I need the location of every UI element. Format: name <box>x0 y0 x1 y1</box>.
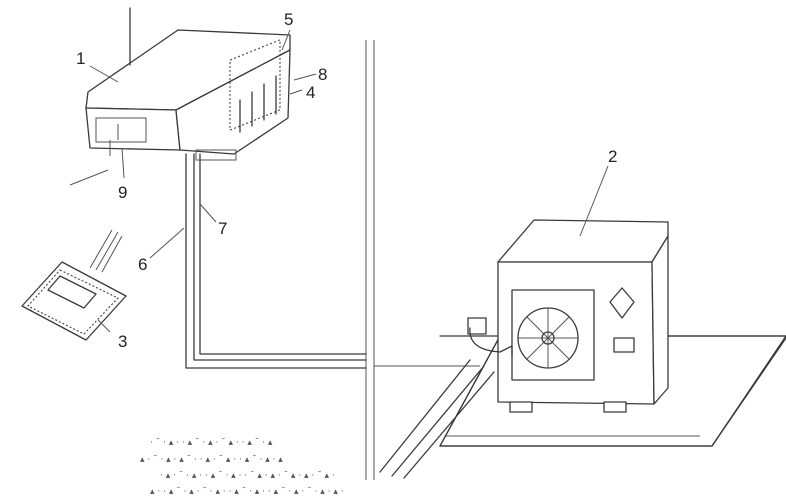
callout-6: 6 <box>138 255 147 274</box>
leader-lines <box>89 29 609 333</box>
outdoor-unit <box>467 219 669 413</box>
ground-texture: · ˘ · ▴ · · ▴ ˘ · ▴ · ˘ ▴ · · ▴ ˘ · ▴ ▴ … <box>140 437 344 497</box>
svg-text:· ▴ · ˘ · ▴ · · ▴ ˘ · ▴ · · ˘: · ▴ · ˘ · ▴ · · ▴ ˘ · ▴ · · ˘ ▴ · ▴ · ˘ … <box>160 470 335 481</box>
callout-9: 9 <box>118 183 127 202</box>
remote-control <box>21 229 127 341</box>
callout-1: 1 <box>76 49 85 68</box>
callout-3: 3 <box>118 332 127 351</box>
callout-8: 8 <box>318 65 327 84</box>
refrigerant-pipes <box>185 153 495 479</box>
indoor-unit <box>69 7 291 186</box>
callout-4: 4 <box>306 83 315 102</box>
callout-7: 7 <box>218 219 227 238</box>
svg-text:▴ · · ▴ ˘ · ▴ · ˘ · ▴ · · ▴ ˘: ▴ · · ▴ ˘ · ▴ · ˘ · ▴ · · ▴ ˘ · ▴ · · ▴ … <box>150 486 344 497</box>
svg-text:· ˘ · ▴ · · ▴ ˘ · ▴ · ˘ ▴ · ·: · ˘ · ▴ · · ▴ ˘ · ▴ · ˘ ▴ · · ▴ ˘ · ▴ <box>150 437 273 448</box>
svg-text:▴ · ˘ · ▴ · ▴ ˘ · · ▴ · ˘ ▴ ·: ▴ · ˘ · ▴ · ▴ ˘ · · ▴ · ˘ ▴ · · ▴ ˘ · ▴ … <box>140 454 283 465</box>
callout-2: 2 <box>608 147 617 166</box>
wall-lines <box>365 40 375 480</box>
callout-5: 5 <box>284 10 293 29</box>
